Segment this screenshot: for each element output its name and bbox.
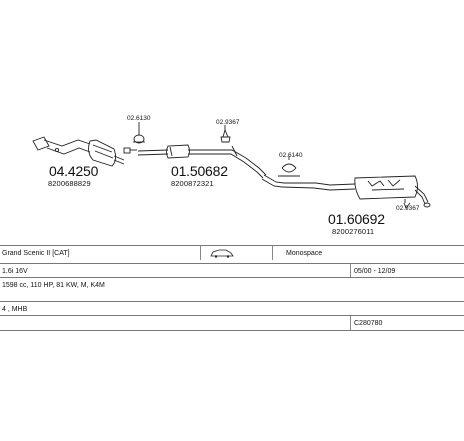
accessory-code-label: 02.6130 [127, 115, 151, 122]
extra-spec: 4 , MHB [2, 306, 28, 313]
part-code-label: 04.4250 [49, 163, 99, 179]
part-ref-label: 8200872321 [171, 179, 214, 188]
part-code-label: 01.50682 [171, 163, 228, 179]
body-type: Monospace [286, 250, 323, 257]
exhaust-diagram: 02.6130 02.9367 02.6140 02.9367 04.4250 … [32, 115, 431, 236]
mount-1-drawing [220, 125, 231, 143]
engine-name: 1.6i 16V [2, 268, 28, 275]
table-row: 1.6i 16V 05/00 - 12/09 [0, 263, 464, 278]
rear-silencer-drawing [281, 175, 431, 208]
clamp-2-drawing [278, 156, 300, 177]
accessory-code-label: 02.9367 [216, 119, 240, 126]
intermediate-pipe-drawing [137, 144, 247, 163]
front-pipe-catalyst-drawing [32, 136, 125, 167]
table-row: Grand Scenic II [CAT] Monospace [0, 245, 464, 260]
clamp-1-drawing [133, 122, 145, 144]
car-body-icon [210, 249, 234, 258]
table-row: 4 , MHB [0, 301, 464, 316]
bracket-drawing [123, 147, 137, 154]
part-ref-label: 8200276011 [332, 227, 375, 236]
part-ref-label: 8200688829 [48, 179, 91, 188]
table-row: 1598 cc, 110 HP, 81 KW, M, K4M [0, 277, 464, 292]
accessory-code-label: 02.9367 [396, 205, 420, 212]
catalog-number: C280780 [354, 320, 383, 327]
part-code-label: 01.60692 [328, 211, 385, 227]
mount-2-drawing [403, 199, 411, 209]
accessory-code-label: 02.6140 [279, 152, 303, 159]
engine-spec: 1598 cc, 110 HP, 81 KW, M, K4M [2, 282, 105, 289]
table-row: C280780 [0, 315, 464, 331]
model-name: Grand Scenic II [CAT] [2, 250, 70, 257]
exhaust-drawing [32, 122, 431, 209]
connector-pipe-drawing [243, 157, 285, 188]
date-range: 05/00 - 12/09 [354, 268, 396, 275]
